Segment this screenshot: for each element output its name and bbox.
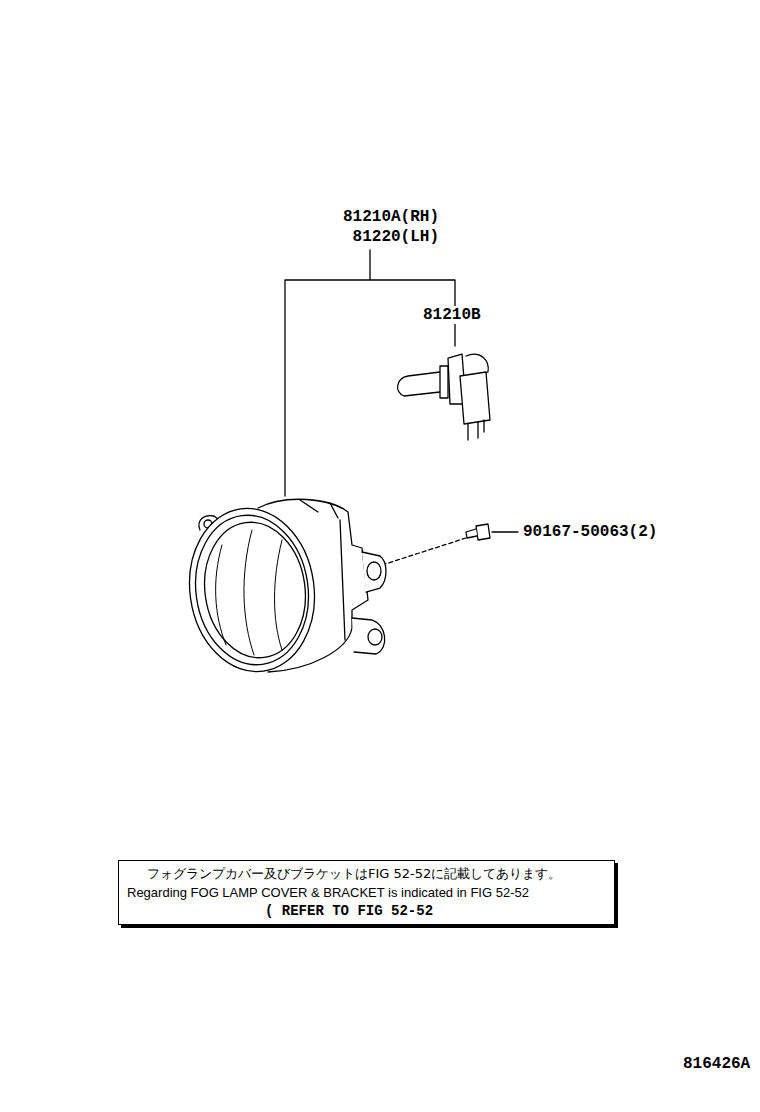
lamp-body xyxy=(300,500,338,518)
bulb-pin xyxy=(468,420,484,440)
leader-line xyxy=(382,538,466,565)
bolt-head xyxy=(476,524,490,540)
mount-hole xyxy=(367,562,381,580)
note-box: フォグランプカバー及びブラケットはFIG 52-52に記載してあります。Rega… xyxy=(118,860,615,925)
lamp-body xyxy=(340,520,345,640)
mount-boss xyxy=(362,552,386,592)
bolt-shaft xyxy=(466,529,477,538)
note-text: フォグランプカバー及びブラケットはFIG 52-52に記載してあります。 xyxy=(127,864,606,883)
part-number: 81210B xyxy=(422,306,482,324)
bulb-connector xyxy=(460,372,490,424)
mount-hole xyxy=(368,629,382,645)
bulb-base xyxy=(440,366,448,398)
note-text: Regarding FOG LAMP COVER & BRACKET is in… xyxy=(127,883,606,902)
part-number: 81220(LH) xyxy=(352,228,440,246)
mount-boss xyxy=(352,618,385,654)
part-number: 90167-50063(2) xyxy=(522,523,658,541)
lens-rim xyxy=(179,500,325,680)
note-text: ( REFER TO FIG 52-52 xyxy=(127,902,606,921)
figure-number: 816426A xyxy=(682,1055,751,1073)
lens-ring xyxy=(196,516,314,665)
leader-line xyxy=(285,250,455,496)
lens-line xyxy=(216,530,282,655)
part-number: 81210A(RH) xyxy=(342,208,440,226)
bulb-glass xyxy=(398,372,440,396)
lens-ring xyxy=(186,508,318,672)
leader-line xyxy=(492,531,518,532)
